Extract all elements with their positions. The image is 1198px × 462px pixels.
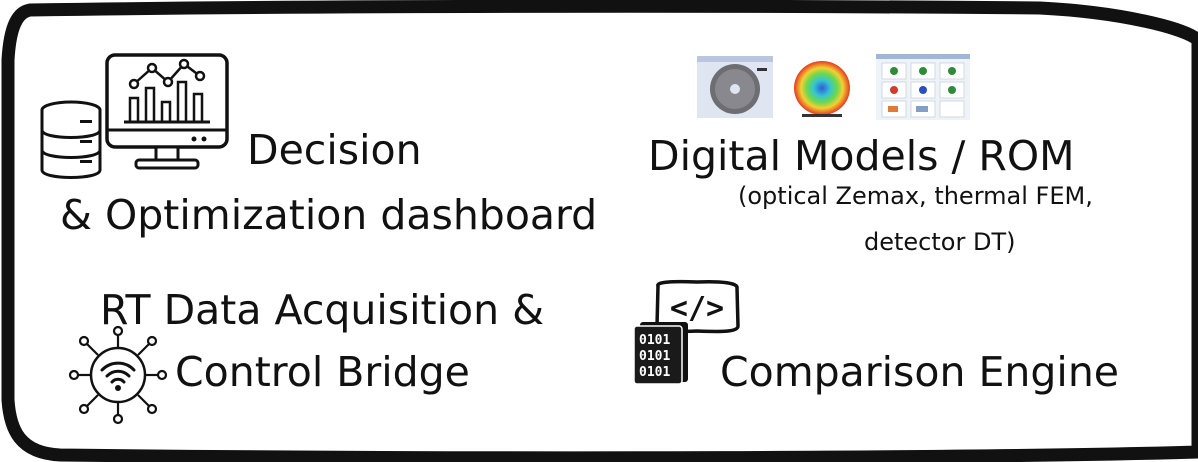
gray-disc-model-thumbnail [697,56,773,118]
binary-file-icon: 0101 0101 0101 [633,322,688,385]
monitor-chart-icon [105,53,229,170]
detector-grid-thumbnail [876,54,970,120]
binary-line-3: 0101 [639,365,670,380]
database-icon [40,100,102,179]
control-bridge-title: Control Bridge [175,348,470,396]
binary-line-2: 0101 [639,349,670,364]
digital-models-subtitle-line2: detector DT) [864,228,1016,256]
binary-line-1: 0101 [639,333,670,348]
digital-models-subtitle-line1: (optical Zemax, thermal FEM, [738,182,1093,210]
digital-models-title: Digital Models / ROM [648,132,1075,180]
optimization-dashboard-title: & Optimization dashboard [60,191,598,239]
comparison-engine-title: Comparison Engine [720,348,1120,396]
thermal-heatmap-thumbnail [790,60,854,120]
iot-network-icon [68,325,168,425]
code-tag-icon: </> [655,279,740,334]
code-tag-text: </> [670,291,724,326]
rt-data-acquisition-title: RT Data Acquisition & [100,286,545,334]
decision-title: Decision [247,126,422,174]
